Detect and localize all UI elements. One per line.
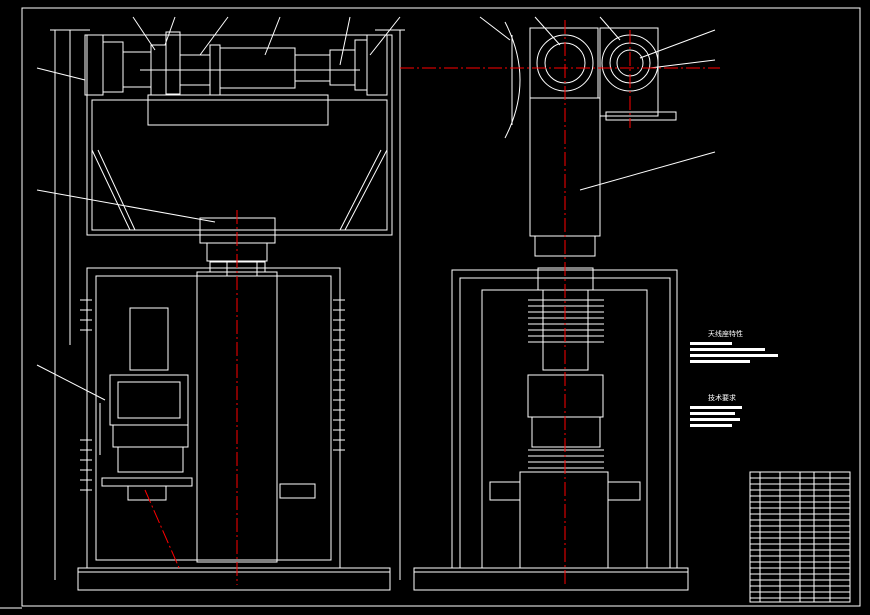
centerlines (144, 20, 720, 585)
front-view (36, 16, 405, 591)
side-view (413, 16, 716, 591)
title-block-rows (750, 477, 850, 599)
cooling-fins-right (528, 299, 604, 469)
cooling-fins-left (80, 299, 345, 491)
note-1-title: 天线座特性 (708, 329, 743, 338)
drawing-border (0, 7, 861, 609)
note-2-title: 技术要求 (708, 393, 736, 402)
notes: 天线座特性 技术要求 (690, 329, 778, 427)
title-block (749, 471, 851, 603)
